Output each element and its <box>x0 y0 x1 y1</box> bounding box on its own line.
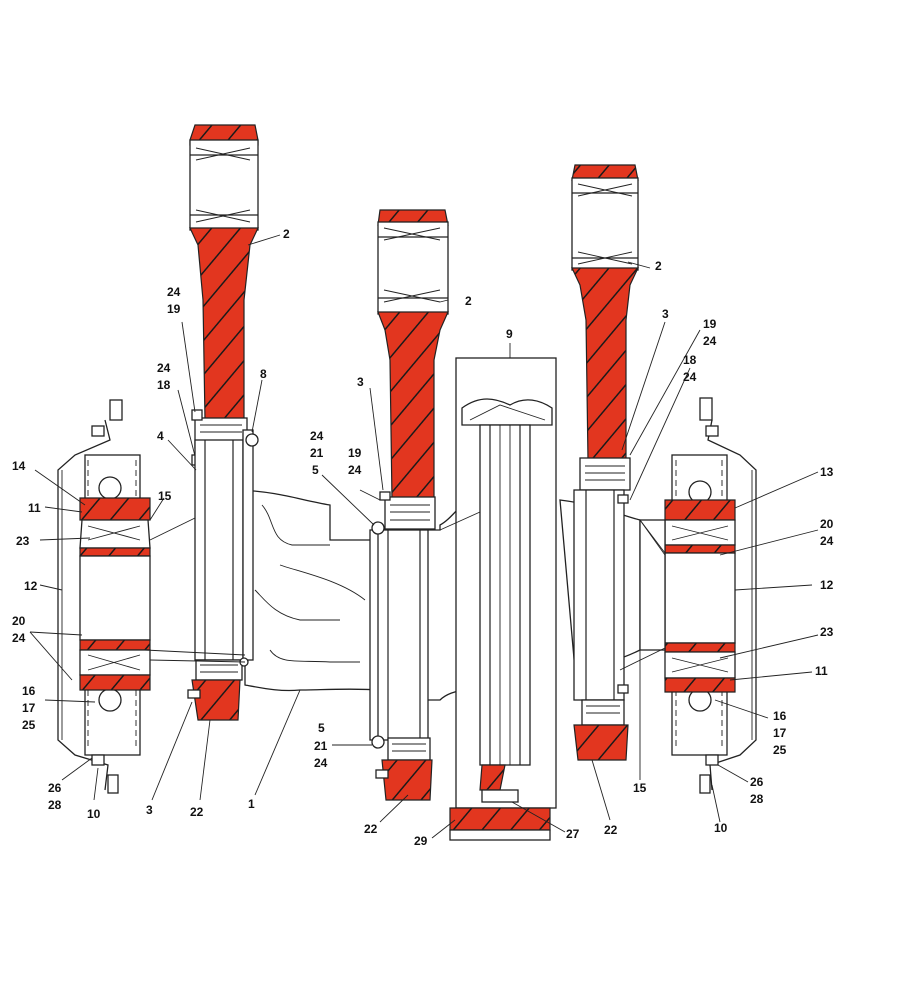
label-18-right: 18 <box>683 353 697 367</box>
label-3-center: 3 <box>357 375 364 389</box>
label-10-left: 10 <box>87 807 101 821</box>
label-24-right-b: 24 <box>683 370 697 384</box>
leader-lines <box>29 234 819 839</box>
label-13: 13 <box>820 465 834 479</box>
left-crank-journal <box>187 429 259 721</box>
right-connecting-rod <box>571 164 639 761</box>
label-24-center-a: 24 <box>310 429 324 443</box>
label-19-center: 19 <box>348 446 362 460</box>
label-9: 9 <box>506 327 513 341</box>
label-24-left-side: 24 <box>12 631 26 645</box>
label-15-right: 15 <box>633 781 647 795</box>
label-2-left: 2 <box>283 227 290 241</box>
label-24-center-c: 24 <box>314 756 328 770</box>
label-24-right-c: 24 <box>820 534 834 548</box>
label-2-center: 2 <box>465 294 472 308</box>
label-1: 1 <box>248 797 255 811</box>
label-17-right: 17 <box>773 726 787 740</box>
label-22-left: 22 <box>190 805 204 819</box>
label-5-center-a: 5 <box>312 463 319 477</box>
label-24-center-b: 24 <box>348 463 362 477</box>
label-26-right: 26 <box>750 775 764 789</box>
label-4: 4 <box>157 429 164 443</box>
label-3-right: 3 <box>662 307 669 321</box>
center-connecting-rod <box>369 209 449 801</box>
label-21-center-a: 21 <box>310 446 324 460</box>
label-11-left: 11 <box>28 501 41 515</box>
label-29: 29 <box>414 834 428 848</box>
label-28-left: 28 <box>48 798 62 812</box>
label-2-right: 2 <box>655 259 662 273</box>
label-24-right-a: 24 <box>703 334 717 348</box>
label-20-right: 20 <box>820 517 834 531</box>
label-19-right: 19 <box>703 317 717 331</box>
label-22-right: 22 <box>604 823 618 837</box>
label-17-left: 17 <box>22 701 36 715</box>
label-26-left: 26 <box>48 781 62 795</box>
label-16-left: 16 <box>22 684 36 698</box>
label-18-left: 18 <box>157 378 171 392</box>
right-end-housing <box>639 397 757 794</box>
label-10-right: 10 <box>714 821 728 835</box>
label-15-left: 15 <box>158 489 172 503</box>
label-23-left: 23 <box>16 534 30 548</box>
label-11-right: 11 <box>815 664 828 678</box>
part-number-labels: 2 2 2 24 19 24 18 8 4 14 11 15 23 12 20 … <box>12 227 834 848</box>
label-20-left: 20 <box>12 614 26 628</box>
label-24-left-upper: 24 <box>167 285 181 299</box>
left-end-housing <box>57 399 151 794</box>
label-5-center-b: 5 <box>318 721 325 735</box>
label-8: 8 <box>260 367 267 381</box>
label-19-left: 19 <box>167 302 181 316</box>
label-28-right: 28 <box>750 792 764 806</box>
label-14: 14 <box>12 459 26 473</box>
label-25-left: 25 <box>22 718 36 732</box>
label-21-center-b: 21 <box>314 739 328 753</box>
label-16-right: 16 <box>773 709 787 723</box>
label-12-left: 12 <box>24 579 38 593</box>
left-connecting-rod <box>189 124 259 466</box>
label-25-right: 25 <box>773 743 787 757</box>
label-27: 27 <box>566 827 580 841</box>
label-12-right: 12 <box>820 578 834 592</box>
label-23-right: 23 <box>820 625 834 639</box>
label-22-center: 22 <box>364 822 378 836</box>
label-3-left: 3 <box>146 803 153 817</box>
center-main-bearing <box>449 357 557 841</box>
label-24-left-lower: 24 <box>157 361 171 375</box>
